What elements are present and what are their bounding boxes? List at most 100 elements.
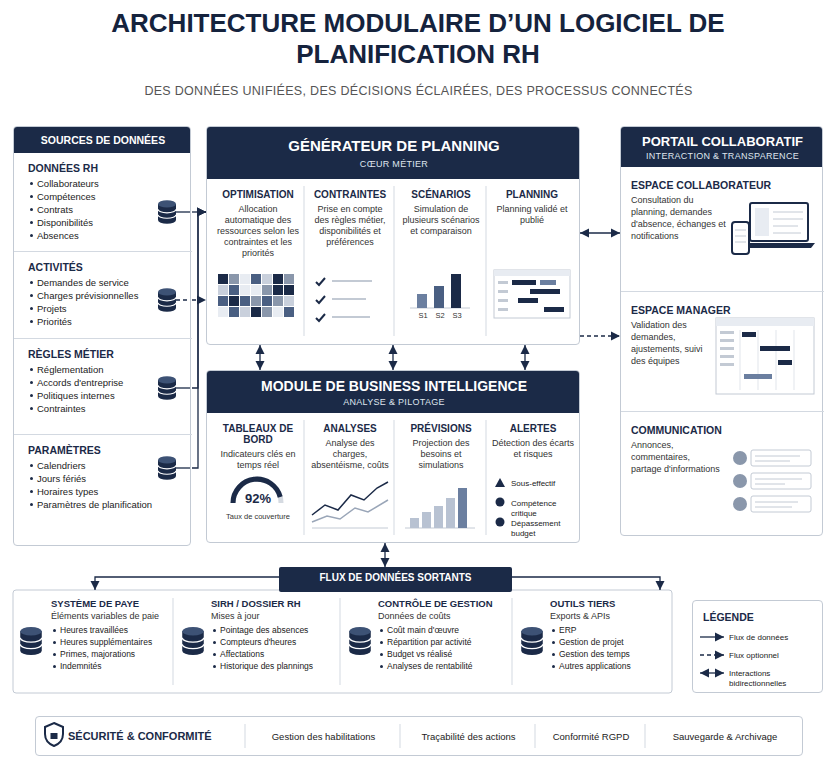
chat-icon	[733, 474, 747, 488]
manager-mockup	[720, 339, 734, 342]
box-text: Charges prévisionnelles	[28, 289, 186, 302]
box-heading: OPTIMISATION	[215, 189, 301, 200]
feature-column: ANALYSESAnalyse des charges, absentéisme…	[305, 415, 395, 541]
box-text: Compétence critique	[511, 499, 575, 518]
manager-mockup	[740, 330, 741, 390]
manager-mockup	[720, 355, 734, 358]
connector	[95, 577, 279, 590]
legend-entry: Interactions bidirectionnelles	[729, 669, 819, 689]
legend-sample	[700, 636, 724, 637]
portal-space: ESPACE MANAGERValidation des demandes, a…	[621, 291, 824, 411]
heatmap	[251, 285, 261, 295]
box-heading: SCÉNARIOS	[399, 189, 483, 200]
database-icon	[158, 288, 176, 311]
manager-mockup	[740, 330, 794, 390]
box-heading: ALERTES	[491, 423, 575, 434]
line-chart	[312, 500, 388, 522]
heatmap	[284, 274, 294, 284]
box-text: Calendriers	[28, 459, 186, 472]
laptop-icon	[735, 230, 746, 231]
module-panel: MODULE DE BUSINESS INTELLIGENCEANALYSE &…	[206, 370, 580, 543]
checklist	[316, 278, 325, 321]
checklist	[332, 298, 366, 300]
box-text: Taux de couverture	[211, 512, 305, 521]
heatmap	[262, 296, 272, 306]
connector	[192, 299, 206, 300]
chat-icon	[733, 450, 811, 512]
manager-mockup	[776, 330, 777, 390]
box-text: Pointage des absences	[211, 624, 336, 636]
feature-column: OPTIMISATIONAllocation automatique des r…	[211, 181, 305, 341]
box-text: Paramètres de planification	[28, 498, 186, 511]
box-heading: DONNÉES RH	[28, 162, 186, 174]
column-divider	[486, 186, 487, 336]
alert-icon	[495, 478, 505, 527]
legend-entry: Flux optionnel	[729, 651, 819, 661]
box-text: Horaires types	[28, 485, 186, 498]
forecast-bars	[446, 498, 455, 528]
forecast-bars	[410, 518, 419, 528]
planning-mockup	[498, 299, 508, 302]
manager-mockup	[742, 332, 792, 379]
scenario-bars	[410, 274, 470, 308]
output-panel	[13, 590, 672, 693]
heatmap	[273, 296, 283, 306]
laptop-icon	[735, 242, 746, 243]
column-divider	[304, 420, 305, 535]
box-text: S2	[432, 311, 448, 320]
box-text: Projection des besoins et simulations	[399, 438, 483, 471]
box-text: Indemnités	[51, 660, 169, 672]
heatmap	[229, 285, 239, 295]
portal-space: ESPACE COLLABORATEURConsultation du plan…	[621, 167, 824, 291]
box-heading: LÉGENDE	[703, 611, 813, 623]
icon-stub	[176, 387, 191, 388]
heatmap	[273, 274, 283, 284]
column-divider	[304, 186, 486, 535]
checklist	[316, 278, 325, 285]
output-panel	[173, 598, 512, 685]
box-text: Priorités	[28, 315, 186, 328]
source-box: DONNÉES RHCollaborateursCompétencesContr…	[14, 153, 192, 251]
box-text: Projets	[28, 302, 186, 315]
connector	[580, 335, 620, 336]
box-text: S3	[449, 311, 465, 320]
security-divider	[535, 724, 536, 748]
planning-mockup	[512, 280, 564, 312]
chat-icon	[733, 451, 747, 465]
planning-mockup	[512, 280, 536, 285]
box-text: Collaborateurs	[28, 177, 186, 190]
heatmap	[240, 285, 250, 295]
box-text: Planning validé et publié	[491, 204, 573, 226]
alert-icon	[496, 498, 505, 507]
manager-mockup	[744, 374, 772, 379]
line-chart	[312, 528, 388, 529]
box-heading: PRÉVISIONS	[399, 423, 483, 434]
output-panel	[340, 598, 341, 685]
manager-mockup	[720, 331, 734, 334]
box-heading: FLUX DE DONNÉES SORTANTS	[279, 567, 512, 588]
laptop-icon	[773, 226, 798, 227]
heatmap	[240, 296, 250, 306]
source-box: RÈGLES MÉTIERRéglementationAccords d'ent…	[14, 338, 192, 434]
box-heading: ESPACE MANAGER	[631, 304, 816, 316]
scenario-bars	[417, 294, 427, 308]
security-divider	[645, 724, 646, 748]
box-text: Sous-effectif	[511, 479, 575, 489]
box-text: Indicateurs clés en temps réel	[215, 449, 301, 471]
box-heading: OUTILS TIERS	[550, 598, 668, 609]
box-text: Compteurs d'heures	[211, 636, 336, 648]
box-text: Budget vs réalisé	[378, 648, 508, 660]
line-chart	[312, 482, 388, 528]
manager-mockup	[758, 330, 759, 390]
manager-mockup	[720, 347, 734, 350]
manager-mockup	[742, 332, 756, 337]
box-heading: COMMUNICATION	[631, 424, 816, 436]
database-icon	[158, 200, 176, 223]
output-box: SIRH / DOSSIER RHMises à jourPointage de…	[173, 590, 340, 693]
chat-icon	[755, 479, 802, 480]
box-heading: GÉNÉRATEUR DE PLANNING	[207, 137, 581, 154]
box-heading: PLANNING	[491, 189, 573, 200]
box-heading: PARAMÈTRES	[28, 444, 186, 456]
scenario-bars	[434, 286, 444, 308]
heatmap	[240, 274, 250, 284]
